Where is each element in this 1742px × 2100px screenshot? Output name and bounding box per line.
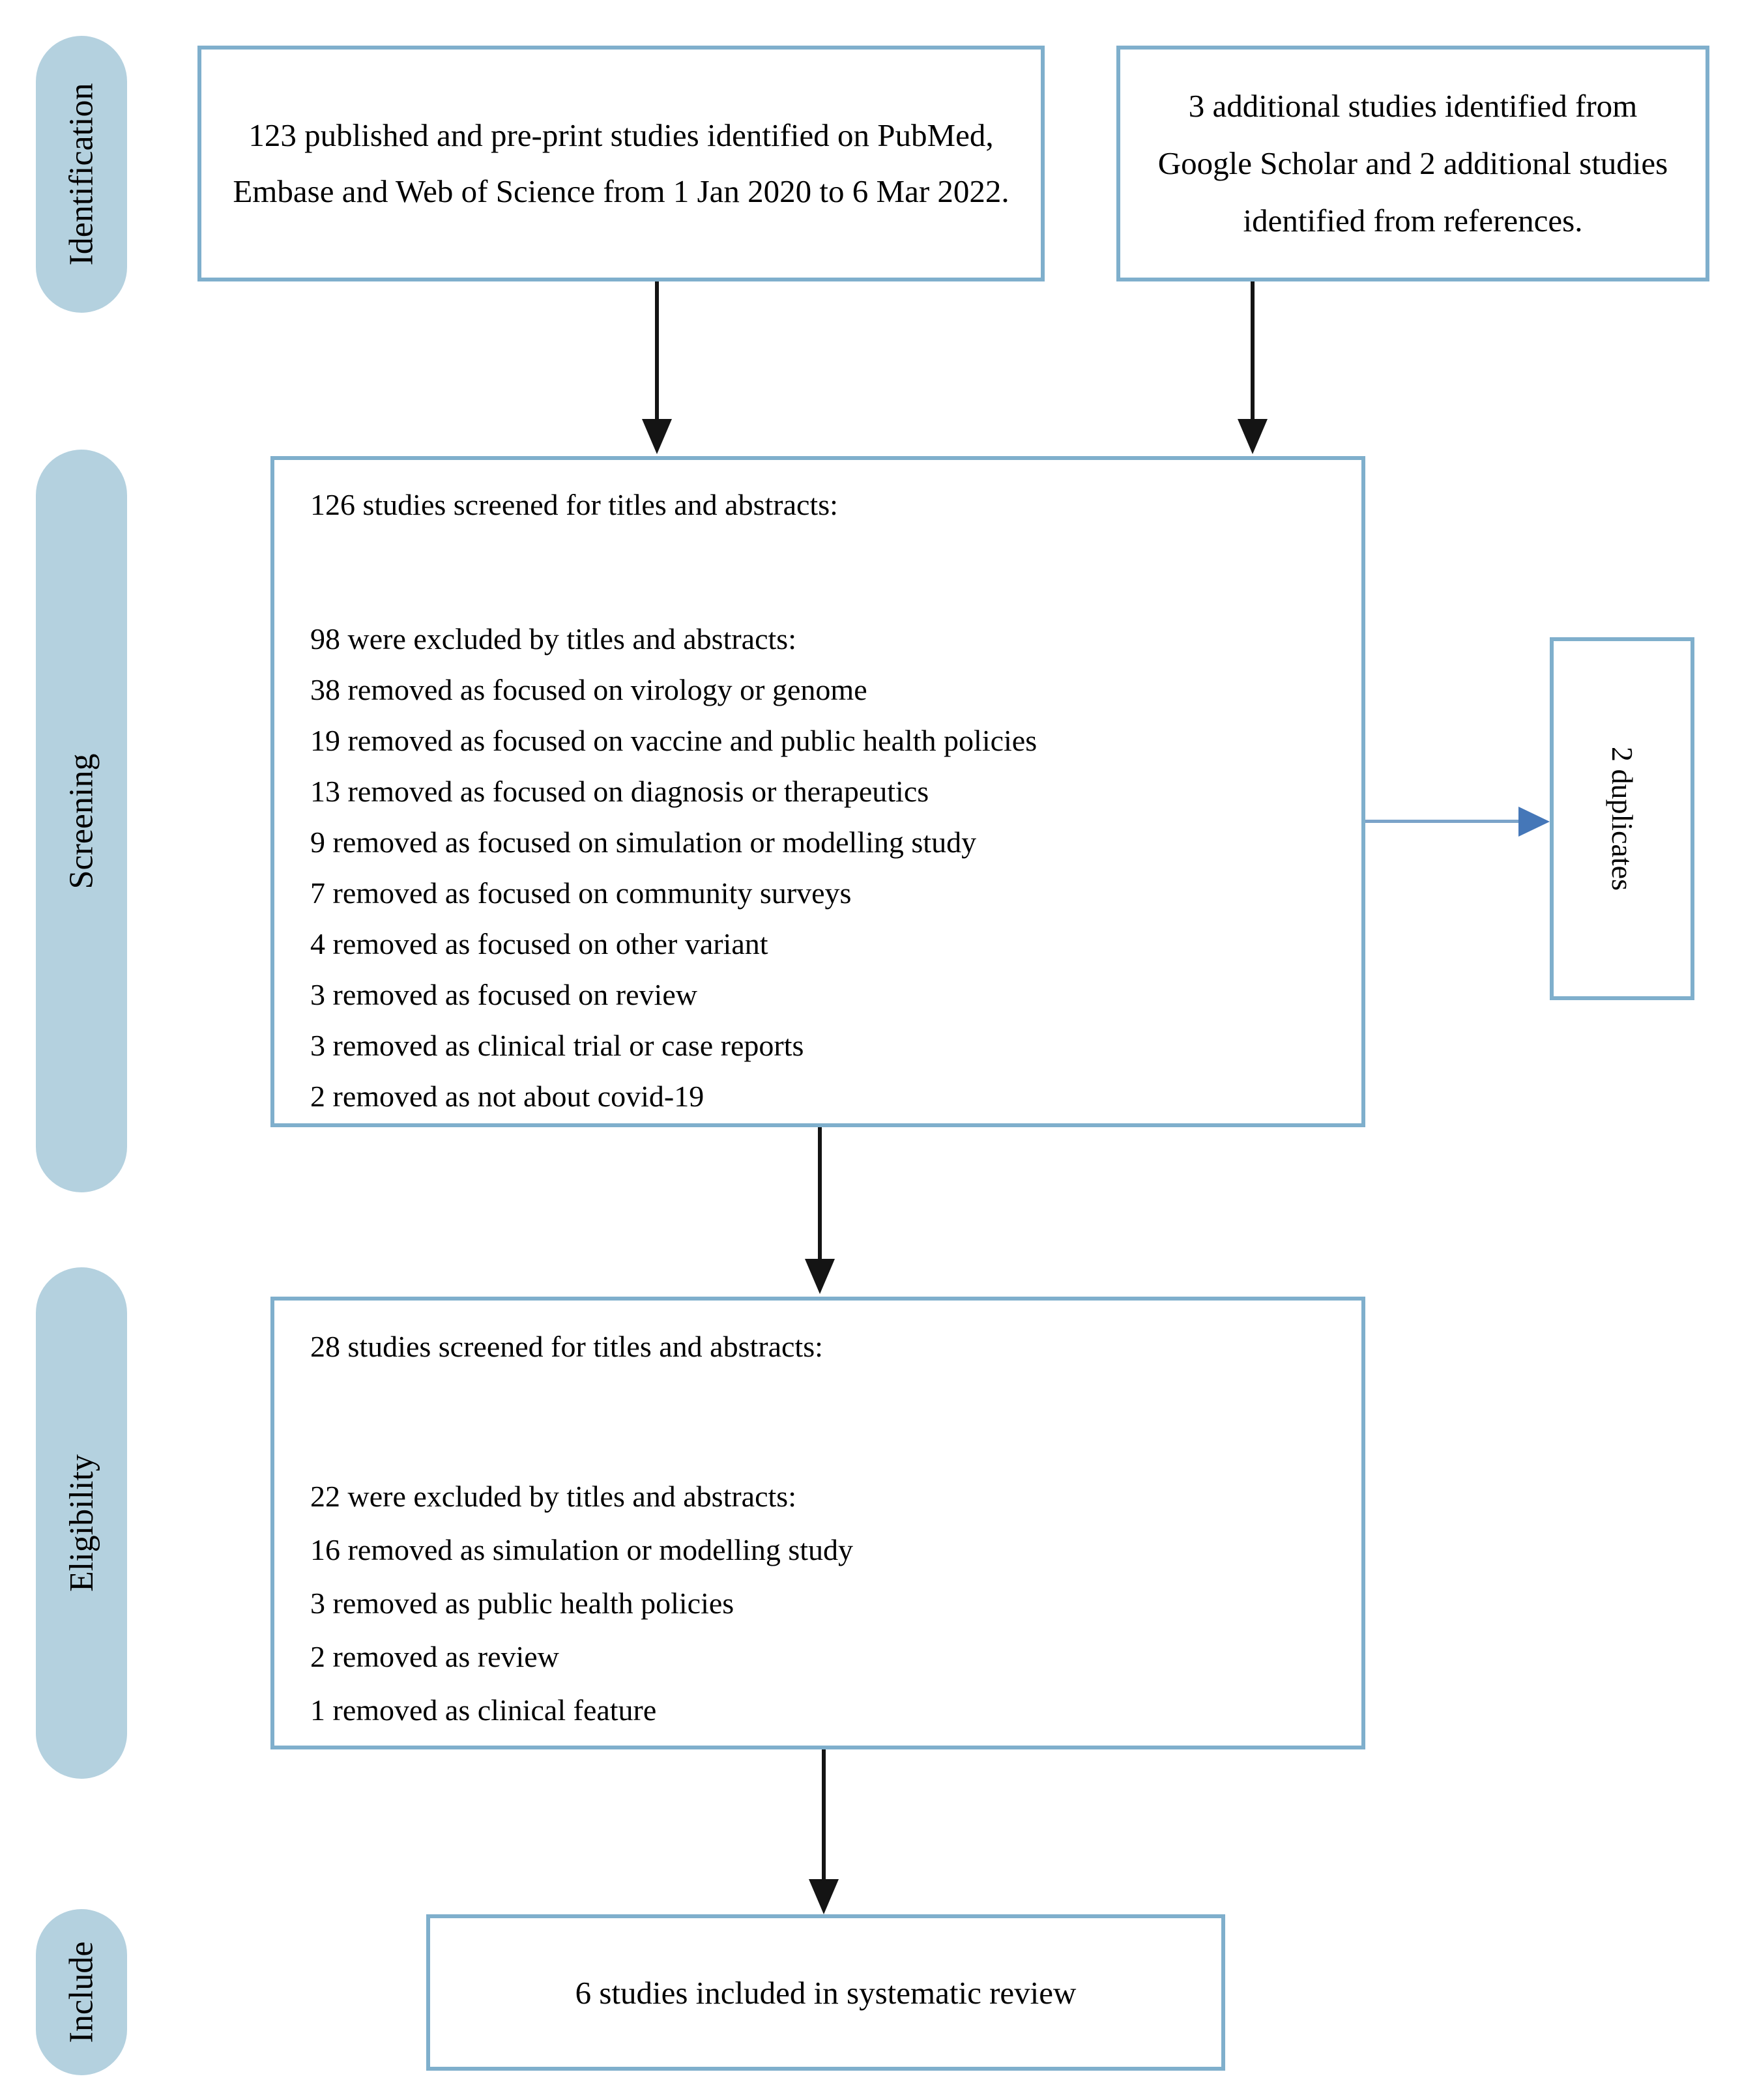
screening-exclusion-line: 4 removed as focused on other variant [310,927,768,960]
screening-title: 126 studies screened for titles and abst… [310,488,838,521]
included-box: 6 studies included in systematic review [426,1914,1225,2071]
arrow-other-to-screening-line [1251,281,1255,420]
arrow-eligibility-to-include-line [822,1749,826,1880]
eligibility-title: 28 studies screened for titles and abstr… [310,1330,823,1363]
eligibility-exclusion-line: 2 removed as review [310,1640,559,1673]
screening-exclusion-line: 9 removed as focused on simulation or mo… [310,826,977,859]
arrow-screening-to-eligibility-line [818,1127,822,1260]
stage-pill-eligibility: Eligibility [36,1267,127,1779]
eligibility-exclusion-line: 16 removed as simulation or modelling st… [310,1533,854,1566]
screening-exclusion-line: 13 removed as focused on diagnosis or th… [310,775,929,808]
screening-exclusion-line: 3 removed as clinical trial or case repo… [310,1029,804,1062]
screening-box: 126 studies screened for titles and abst… [270,456,1365,1127]
stage-pill-include: Include [36,1909,127,2075]
arrow-screening-to-duplicates-line [1365,820,1522,823]
identified-databases-box: 123 published and pre-print studies iden… [197,46,1045,281]
stage-label-screening: Screening [63,753,100,889]
screening-spacer [310,530,1342,614]
screening-exclusion-line: 2 removed as not about covid-19 [310,1080,704,1113]
screening-excluded-header: 98 were excluded by titles and abstracts… [310,622,796,655]
arrow-eligibility-to-include-head [809,1879,839,1914]
eligibility-box: 28 studies screened for titles and abstr… [270,1297,1365,1749]
arrow-screening-to-eligibility-head [805,1259,835,1294]
identified-databases-text: 123 published and pre-print studies iden… [233,117,1009,209]
screening-exclusion-line: 19 removed as focused on vaccine and pub… [310,724,1038,757]
stage-label-identification: Identification [63,83,100,266]
eligibility-spacer [310,1374,1342,1470]
duplicates-text: 2 duplicates [1605,747,1639,891]
stage-pill-identification: Identification [36,36,127,313]
eligibility-exclusion-line: 3 removed as public health policies [310,1587,734,1620]
arrow-databases-to-screening-head [642,419,672,454]
screening-exclusion-line: 38 removed as focused on virology or gen… [310,673,867,706]
eligibility-excluded-header: 22 were excluded by titles and abstracts… [310,1480,796,1513]
eligibility-exclusion-line: 1 removed as clinical feature [310,1693,657,1727]
stage-pill-screening: Screening [36,450,127,1192]
arrow-databases-to-screening-line [655,281,659,420]
stage-label-eligibility: Eligibility [63,1454,100,1592]
screening-exclusion-line: 3 removed as focused on review [310,978,697,1011]
arrow-screening-to-duplicates-head [1518,807,1550,837]
screening-exclusion-line: 7 removed as focused on community survey… [310,876,852,910]
stage-label-include: Include [63,1941,100,2043]
included-text: 6 studies included in systematic review [575,1974,1077,2011]
identified-other-sources-text: 3 additional studies identified from Goo… [1157,88,1668,238]
arrow-other-to-screening-head [1238,419,1268,454]
duplicates-box: 2 duplicates [1550,637,1694,1000]
identified-other-sources-box: 3 additional studies identified from Goo… [1116,46,1709,281]
